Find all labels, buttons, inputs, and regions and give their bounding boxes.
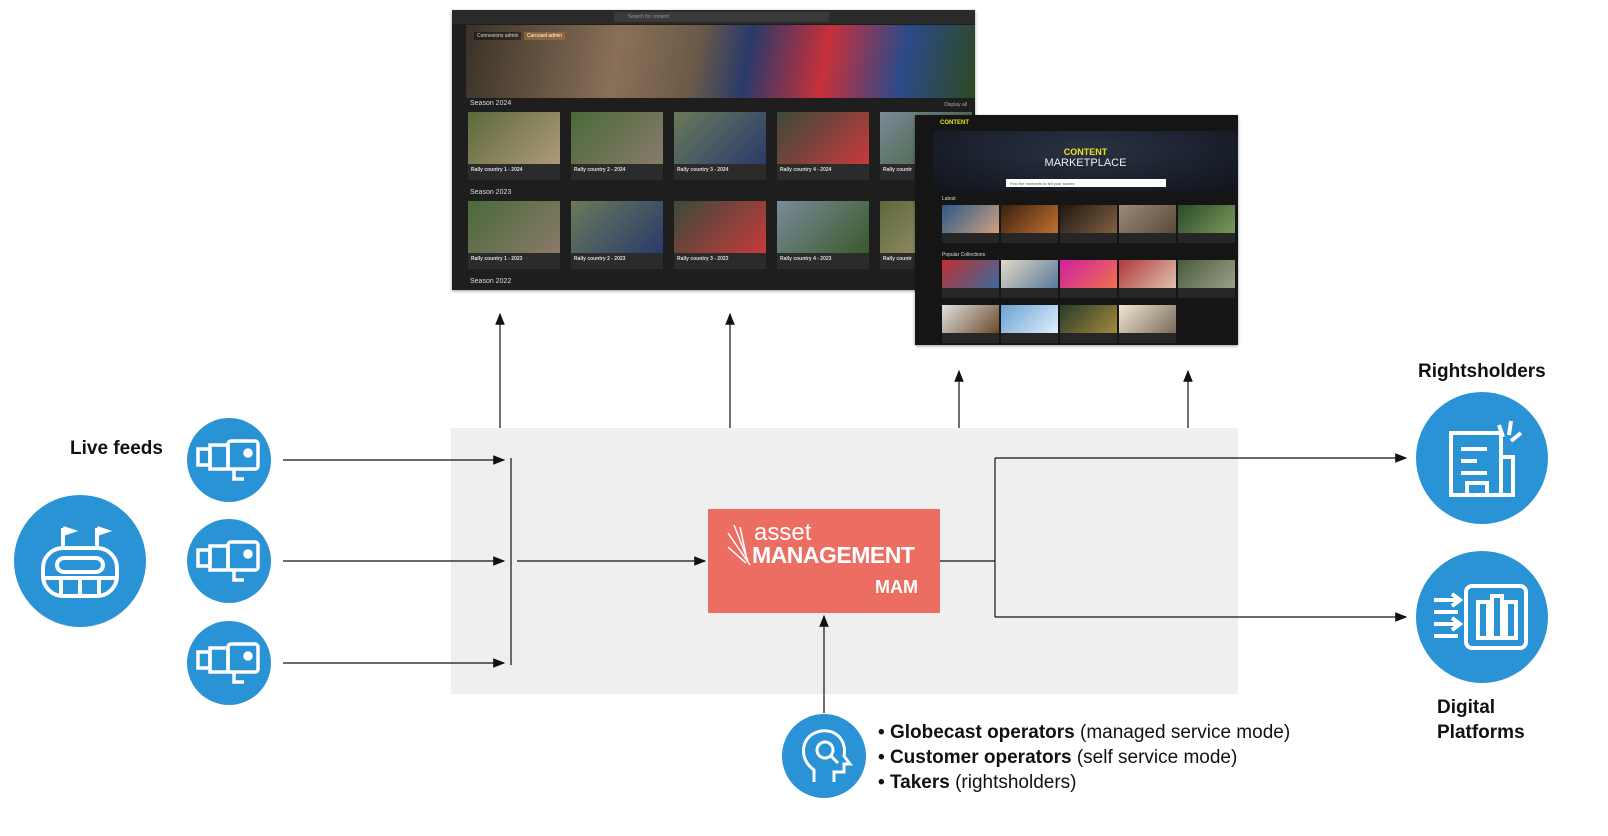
- rightsholders-document-icon: [1416, 392, 1548, 524]
- digital-platforms-label: Platforms: [1437, 722, 1525, 743]
- rally-portal-screenshot: Search for content Connexions admin Caro…: [452, 10, 975, 290]
- operator-item: Takers (rightsholders): [878, 770, 1290, 795]
- season-title: Season 2024: [470, 100, 512, 107]
- season-title: Season 2022: [470, 278, 512, 285]
- marketplace-thumbnail[interactable]: [1178, 260, 1235, 298]
- chip[interactable]: Carousel admin: [524, 32, 566, 40]
- operator-item: Customer operators (self service mode): [878, 745, 1290, 770]
- rightsholders-label: Rightsholders: [1418, 361, 1546, 382]
- brand-small-text: asset: [754, 519, 812, 546]
- digital-platforms-server-icon: [1416, 551, 1548, 683]
- camera-icon: [187, 621, 271, 705]
- marketplace-thumbnail[interactable]: [1060, 305, 1117, 343]
- marketplace-thumbnail[interactable]: [1001, 260, 1058, 298]
- content-marketplace-screenshot: CONTENT CONTENT MARKETPLACE Find the mom…: [915, 115, 1238, 345]
- portal-search[interactable]: Search for content: [614, 12, 829, 22]
- operator-search-icon: [782, 714, 866, 798]
- video-thumbnail[interactable]: Rally country 2 - 2024: [571, 112, 663, 180]
- marketplace-thumbnail[interactable]: [1119, 205, 1176, 243]
- stadium-icon: [14, 495, 146, 627]
- marketplace-thumbnail[interactable]: [942, 205, 999, 243]
- video-thumbnail[interactable]: Rally country 4 - 2024: [777, 112, 869, 180]
- video-thumbnail[interactable]: Rally country 1 - 2023: [468, 201, 560, 269]
- camera-icon: [187, 418, 271, 502]
- video-thumbnail[interactable]: Rally country 4 - 2023: [777, 201, 869, 269]
- section-title: Latest: [942, 196, 956, 202]
- video-thumbnail[interactable]: Rally country 1 - 2024: [468, 112, 560, 180]
- marketplace-thumbnail[interactable]: [1001, 305, 1058, 343]
- marketplace-thumbnail[interactable]: [1060, 260, 1117, 298]
- season-title: Season 2023: [470, 189, 512, 196]
- marketplace-thumbnail[interactable]: [1001, 205, 1058, 243]
- marketplace-thumbnail[interactable]: [1119, 260, 1176, 298]
- operators-list: Globecast operators (managed service mod…: [878, 720, 1290, 795]
- video-thumbnail[interactable]: Rally country 2 - 2023: [571, 201, 663, 269]
- display-all-link[interactable]: Display all: [944, 102, 967, 108]
- marketplace-thumbnail[interactable]: [1060, 205, 1117, 243]
- video-thumbnail[interactable]: Rally country 3 - 2023: [674, 201, 766, 269]
- marketplace-thumbnail[interactable]: [942, 260, 999, 298]
- video-thumbnail[interactable]: Rally country 3 - 2024: [674, 112, 766, 180]
- marketplace-thumbnail[interactable]: [1119, 305, 1176, 343]
- section-title: Popular Collections: [942, 252, 986, 258]
- marketplace-logo: CONTENT: [940, 120, 969, 126]
- chip[interactable]: Connexions admin: [474, 32, 522, 40]
- digital-platforms-label: Digital: [1437, 697, 1496, 718]
- camera-icon: [187, 519, 271, 603]
- operator-item: Globecast operators (managed service mod…: [878, 720, 1290, 745]
- marketplace-thumbnail[interactable]: [942, 305, 999, 343]
- marketplace-search[interactable]: Find the moments to tell your stories: [1006, 179, 1166, 187]
- marketplace-thumbnail[interactable]: [1178, 205, 1235, 243]
- brand-logo-icon: [727, 524, 751, 566]
- marketplace-title: MARKETPLACE: [1044, 157, 1127, 169]
- asset-management-box[interactable]: asset MANAGEMENT MAM: [708, 509, 940, 613]
- brand-big-text: MANAGEMENT: [752, 542, 915, 568]
- live-feeds-label: Live feeds: [70, 438, 163, 459]
- marketplace-title: CONTENT: [1063, 147, 1108, 157]
- mam-label: MAM: [875, 577, 918, 597]
